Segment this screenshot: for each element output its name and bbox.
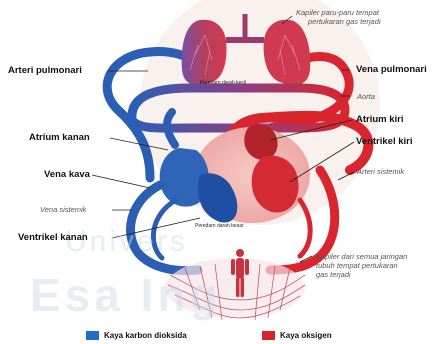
label-vena-pulmonari: Vena pulmonari	[356, 64, 427, 75]
legend-label-red: Kaya oksigen	[280, 331, 332, 340]
label-arteri-sistemik: Arteri sistemik	[357, 167, 404, 176]
watermark-text-2: Esa Ing	[30, 268, 222, 322]
label-kapiler-paru-2: pertukaran gas terjadi	[308, 17, 381, 26]
label-kapiler-tubuh-1: Kapiler dari semua jaringan	[316, 252, 407, 261]
legend-swatch-blue	[86, 331, 99, 340]
label-aorta: Aorta	[357, 92, 375, 101]
legend-label-blue: Kaya karbon dioksida	[104, 331, 187, 340]
label-kapiler-paru-1: Kapiler paru-paru tempat	[296, 8, 379, 17]
label-ventrikel-kiri: Ventrikel kiri	[356, 136, 413, 147]
label-kapiler-tubuh-2: tubuh tempat pertukaran	[316, 261, 398, 270]
label-vena-sistemik: Vena sistemik	[40, 205, 86, 214]
label-ventrikel-kanan: Ventrikel kanan	[18, 232, 88, 243]
label-arteri-pulmonari: Arteri pulmonari	[8, 65, 82, 76]
label-atrium-kiri: Atrium kiri	[356, 114, 404, 125]
label-peredaran-kecil: Peredarn darah kecil	[200, 80, 246, 86]
legend-swatch-red	[262, 331, 275, 340]
label-peredaran-besar: Peredarn darah besar	[195, 223, 244, 229]
label-vena-kava: Vena kava	[44, 169, 90, 180]
label-kapiler-tubuh-3: gas terjadi	[316, 270, 351, 279]
label-atrium-kanan: Atrium kanan	[29, 132, 90, 143]
